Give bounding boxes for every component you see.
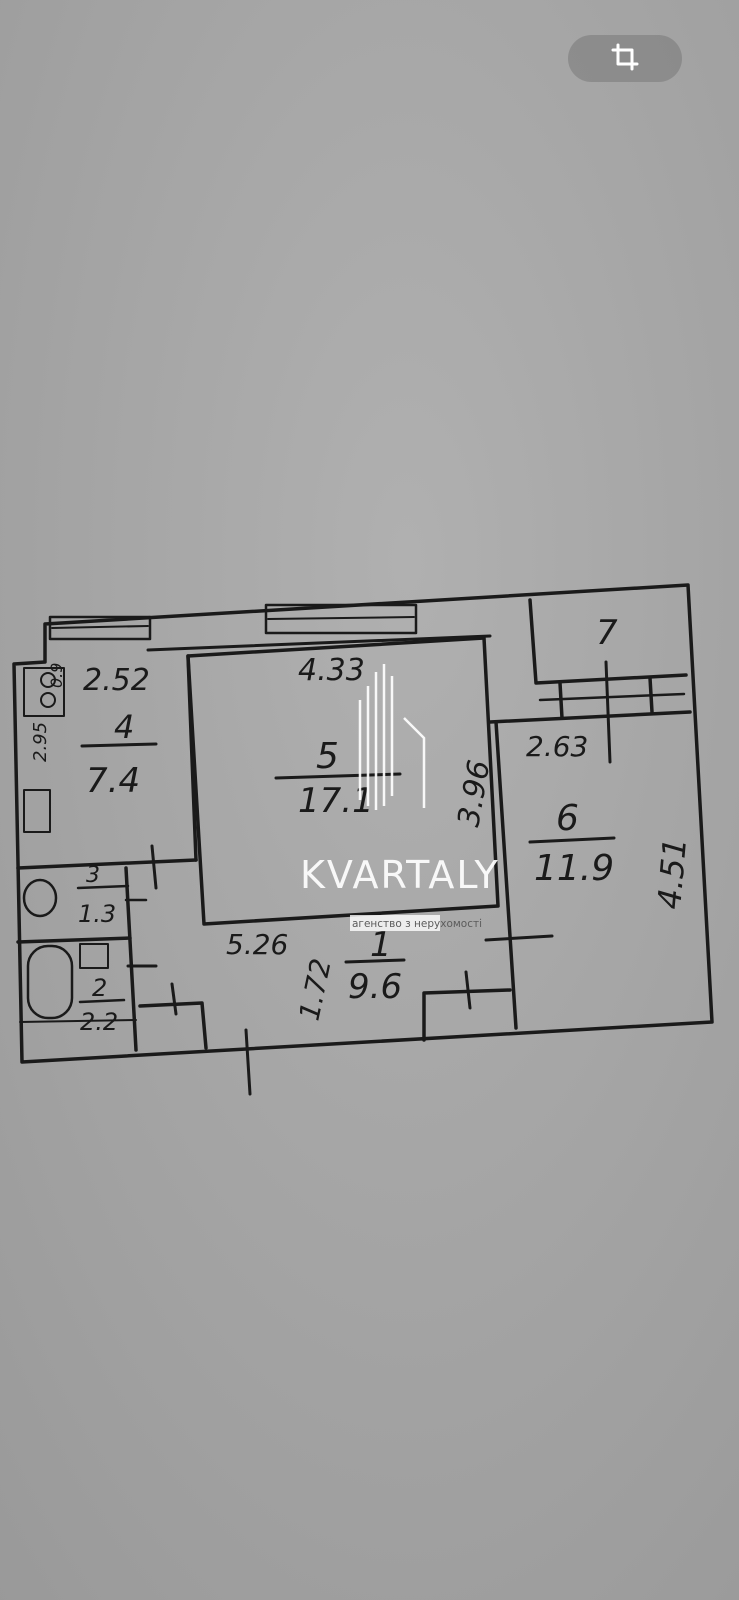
room-4-dim-width: 2.52 <box>83 663 150 698</box>
room-3-number: 3 <box>86 863 100 888</box>
room-1-area: 9.6 <box>348 967 402 1007</box>
room-2-number: 2 <box>92 974 107 1002</box>
room-3-area: 1.3 <box>78 900 116 928</box>
hall-dim-length: 5.26 <box>226 928 288 961</box>
watermark: KVARTALY агенство з нерухомості <box>300 664 500 931</box>
room-6-dim-depth: 4.51 <box>650 836 694 910</box>
room-5-area: 17.1 <box>298 781 374 821</box>
room-5-dim-depth: 3.96 <box>451 758 497 830</box>
room-6-area: 11.9 <box>534 848 614 889</box>
watermark-tagline: агенство з нерухомості <box>352 918 482 930</box>
room-6-number: 6 <box>556 798 579 839</box>
room-4-area: 7.4 <box>86 761 140 801</box>
crop-icon <box>610 42 640 76</box>
plan-labels: 2.52 4 7.4 2.95 0.9 4.33 5 17.1 3.96 7 2… <box>30 613 694 1036</box>
room-4-number: 4 <box>114 708 134 746</box>
hall-dim-width: 1.72 <box>293 956 338 1024</box>
walls <box>12 583 714 1096</box>
room-1-number: 1 <box>370 925 392 965</box>
room-4-dim-depth: 2.95 <box>30 722 51 762</box>
watermark-brand: KVARTALY <box>300 853 500 897</box>
room-5-number: 5 <box>316 736 339 777</box>
room-5-dim-width: 4.33 <box>298 653 365 688</box>
room-2-area: 2.2 <box>80 1008 118 1036</box>
watermark-logo <box>358 664 426 810</box>
room-4-dim-small: 0.9 <box>47 663 66 688</box>
room-6-dim-width: 2.63 <box>526 730 588 763</box>
room-7-number: 7 <box>596 613 618 653</box>
crop-button[interactable] <box>568 35 682 82</box>
